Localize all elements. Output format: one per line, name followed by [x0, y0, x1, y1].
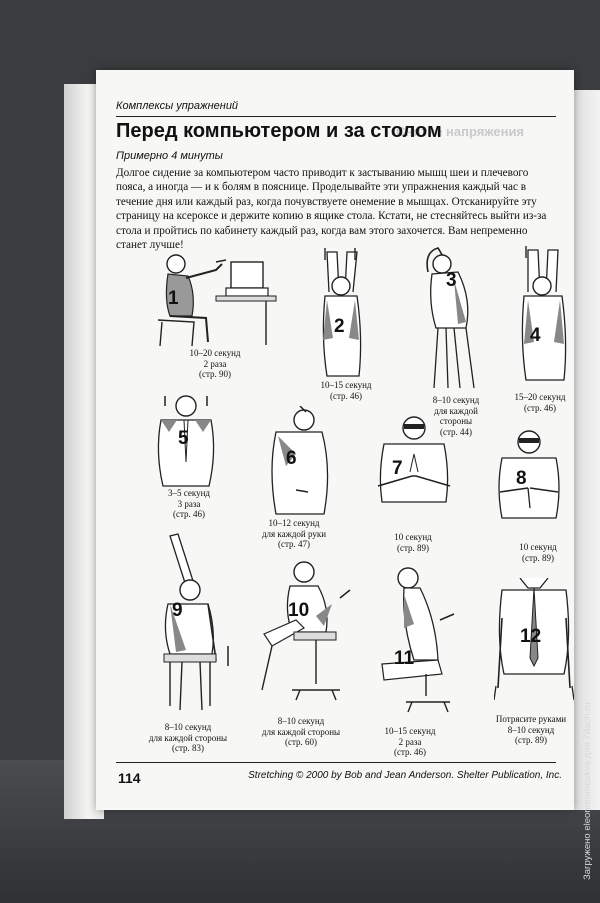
bleed-through-text: Снятие напряжения	[396, 124, 525, 139]
exercise-10-side: для каждой стороны	[261, 726, 341, 737]
exercise-11-illustration	[381, 567, 455, 713]
footer-rule	[116, 762, 556, 763]
exercise-9-time: 8–10 секунд	[164, 722, 212, 732]
exercise-1-reps: 2 раза	[203, 358, 227, 369]
exercise-2-time: 10–15 секунд	[320, 380, 372, 390]
exercise-5-number: 5	[178, 428, 189, 449]
exercise-8-caption: 10 секунд (стр. 89)	[506, 542, 570, 563]
exercise-9-illustration	[163, 533, 229, 711]
exercise-4-illustration	[521, 246, 567, 381]
exercise-3-sides-b: стороны	[439, 416, 473, 426]
exercise-7	[374, 414, 454, 504]
exercise-6-number: 6	[286, 448, 297, 469]
exercise-5-ref: (стр. 46)	[172, 509, 206, 519]
routine-duration: Примерно 4 минуты	[116, 150, 223, 162]
exercise-6-ref: (стр. 47)	[277, 539, 311, 549]
exercise-9-side: для каждой стороны	[148, 732, 228, 743]
exercise-6-side: для каждой руки	[261, 528, 327, 539]
exercise-3-sides-a: для каждой	[434, 405, 478, 416]
exercise-12	[494, 578, 574, 703]
exercise-6-illustration	[271, 406, 329, 515]
exercise-7-number: 7	[392, 458, 403, 479]
exercise-8	[494, 428, 564, 523]
exercise-12-action: Потрясите руками	[495, 714, 567, 724]
exercise-10-ref: (стр. 60)	[284, 737, 318, 747]
exercise-11-number: 11	[394, 648, 415, 669]
exercise-4-ref: (стр. 46)	[523, 402, 557, 413]
exercise-11-reps: 2 раза	[398, 736, 422, 747]
exercise-11-time: 10–15 секунд	[384, 726, 436, 736]
exercise-8-number: 8	[516, 468, 527, 489]
exercise-2	[311, 248, 371, 378]
page-title: Перед компьютером и за столом	[116, 120, 442, 142]
exercise-7-caption: 10 секунд (стр. 89)	[378, 532, 448, 553]
exercise-1-ref: (стр. 90)	[198, 369, 232, 379]
exercise-7-illustration	[377, 416, 451, 503]
exercise-9-number: 9	[172, 600, 183, 621]
exercise-11-caption: 10–15 секунд 2 раза (стр. 46)	[372, 726, 448, 758]
exercise-4-caption: 15–20 секунд (стр. 46)	[506, 392, 574, 413]
exercise-1-number: 1	[168, 288, 179, 309]
exercise-7-ref: (стр. 89)	[396, 542, 430, 553]
exercise-10	[256, 560, 356, 710]
page-number: 114	[118, 770, 141, 786]
exercise-2-caption: 10–15 секунд (стр. 46)	[311, 380, 381, 401]
exercise-3-time: 8–10 секунд	[432, 395, 480, 405]
site-watermark: Загружено eleonoramoskva для 7dach.ru	[582, 702, 593, 880]
section-label: Комплексы упражнений	[116, 100, 239, 112]
exercise-1-time: 10–20 секунд	[189, 348, 241, 358]
exercise-12-illustration	[494, 578, 574, 701]
exercise-11	[374, 564, 464, 714]
exercise-3-ref: (стр. 44)	[439, 426, 473, 437]
exercise-6-caption: 10–12 секунд для каждой руки (стр. 47)	[244, 518, 344, 550]
exercise-5-reps: 3 раза	[177, 498, 201, 509]
exercise-1	[146, 250, 286, 350]
exercise-12-time: 8–10 секунд	[507, 724, 555, 735]
exercise-2-illustration	[322, 248, 362, 377]
exercise-3	[414, 242, 494, 392]
exercise-9-ref: (стр. 83)	[171, 743, 205, 753]
exercise-5-illustration	[157, 395, 215, 487]
exercise-8-illustration	[498, 430, 560, 519]
exercise-10-time: 8–10 секунд	[277, 716, 325, 726]
exercise-3-illustration	[426, 247, 475, 389]
exercise-11-ref: (стр. 46)	[393, 747, 427, 757]
exercise-4	[514, 246, 574, 381]
exercise-6	[264, 406, 334, 516]
exercise-2-ref: (стр. 46)	[329, 390, 363, 401]
intro-paragraph: Долгое сидение за компьютером часто прив…	[116, 167, 547, 252]
exercise-12-ref: (стр. 89)	[514, 735, 548, 745]
exercise-9-caption: 8–10 секунд для каждой стороны (стр. 83)	[136, 722, 240, 754]
exercise-8-time: 10 секунд	[519, 542, 557, 552]
exercise-12-number: 12	[520, 626, 542, 647]
exercise-3-caption: 8–10 секунд для каждой стороны (стр. 44)	[418, 395, 494, 437]
exercise-10-illustration	[261, 561, 351, 701]
exercise-2-number: 2	[334, 316, 345, 337]
exercise-12-caption: Потрясите руками 8–10 секунд (стр. 89)	[488, 714, 574, 746]
exercise-7-time: 10 секунд	[394, 532, 432, 542]
exercise-3-number: 3	[446, 270, 457, 291]
exercise-6-time: 10–12 секунд	[268, 518, 320, 528]
exercise-4-time: 15–20 секунд	[514, 392, 566, 402]
exercise-5	[151, 392, 221, 487]
exercise-5-time: 3–5 секунд	[168, 488, 210, 498]
copyright-credit: Stretching © 2000 by Bob and Jean Anders…	[248, 770, 562, 781]
exercise-9	[146, 530, 236, 715]
exercise-1-caption: 10–20 секунд 2 раза (стр. 90)	[180, 348, 250, 380]
exercise-8-ref: (стр. 89)	[521, 552, 555, 563]
exercise-5-caption: 3–5 секунд 3 раза (стр. 46)	[154, 488, 224, 520]
header-rule	[116, 116, 556, 117]
exercise-1-illustration	[157, 254, 277, 347]
exercise-4-number: 4	[530, 325, 541, 346]
exercise-10-number: 10	[288, 600, 310, 621]
exercise-10-caption: 8–10 секунд для каждой стороны (стр. 60)	[246, 716, 356, 748]
book-page: Комплексы упражнений Снятие напряжения П…	[96, 70, 574, 810]
